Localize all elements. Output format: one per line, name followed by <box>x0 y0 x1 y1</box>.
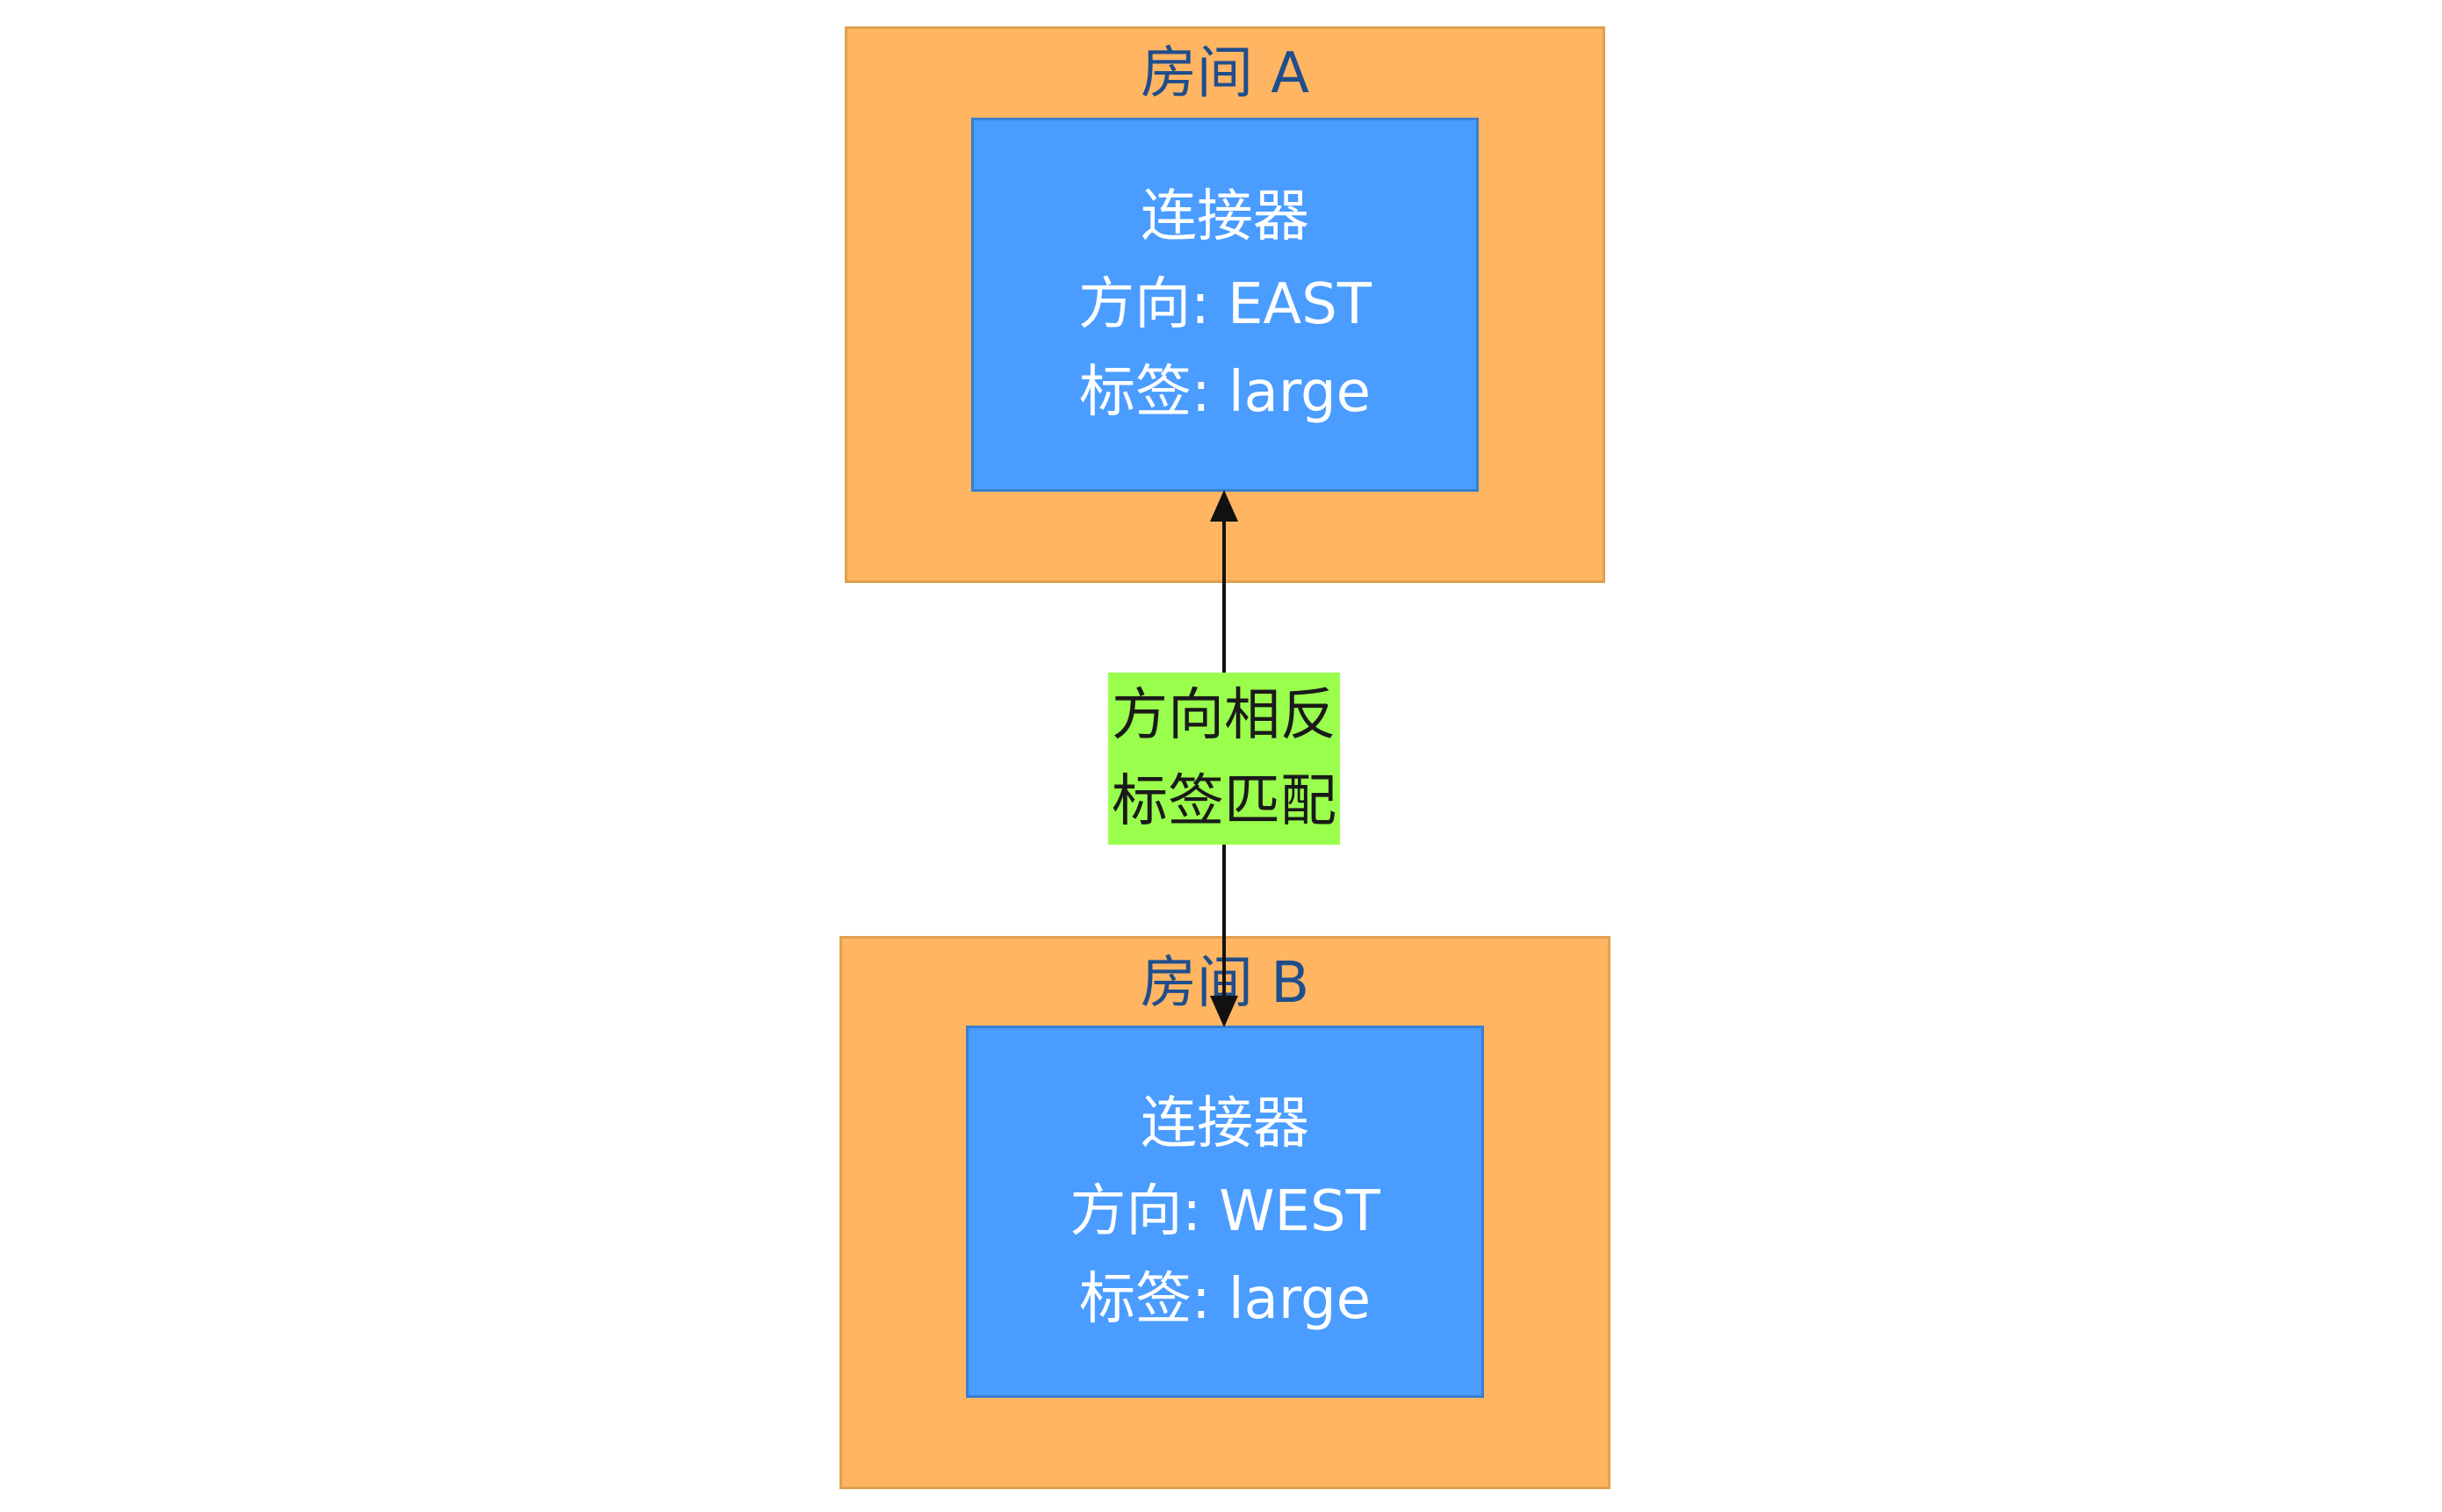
room-b-connector-tag: 标签: large <box>1078 1267 1372 1332</box>
room-a-connector-name: 连接器 <box>1141 184 1309 249</box>
room-a-title: 房间 A <box>1140 41 1310 106</box>
room-b-connector-name: 连接器 <box>1141 1091 1309 1156</box>
edge-label-line2: 标签匹配 <box>1112 769 1336 834</box>
room-b-connector-node[interactable]: 连接器 方向: WEST 标签: large <box>966 1026 1484 1398</box>
edge-label: 方向相反 标签匹配 <box>1108 673 1340 845</box>
room-b-title: 房间 B <box>1140 951 1310 1016</box>
room-a-connector-tag: 标签: large <box>1078 360 1372 425</box>
room-a-connector-node[interactable]: 连接器 方向: EAST 标签: large <box>971 118 1479 492</box>
room-a-connector-direction: 方向: EAST <box>1078 272 1372 337</box>
edge-label-line1: 方向相反 <box>1112 683 1336 748</box>
room-b-connector-direction: 方向: WEST <box>1070 1179 1380 1244</box>
